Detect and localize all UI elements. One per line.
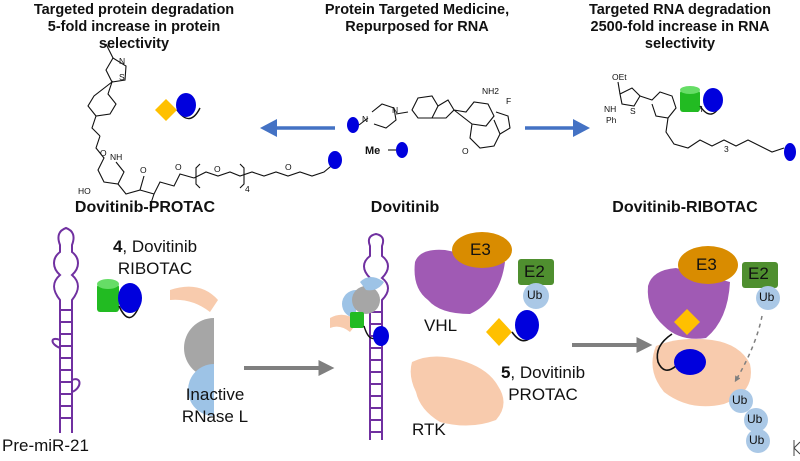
peg-subscript-4: 4 (245, 184, 250, 194)
protac-compound-label: 5, Dovitinib PROTAC (478, 362, 608, 406)
peg-subscript-3: 3 (724, 144, 729, 154)
ribotac-rnase-complex (330, 277, 389, 346)
header-mid-line1: Protein Targeted Medicine, (324, 2, 510, 18)
pre-mir-21-hairpin (51, 226, 81, 433)
rtk-label: RTK (412, 420, 446, 439)
blue-arrow-right (525, 119, 590, 137)
ternary-complex-right (647, 246, 800, 456)
header-mid-line2: Repurposed for RNA (345, 19, 489, 35)
dovitinib-structure (347, 95, 511, 149)
protac-atom-labels: N S O NH HO O O O 4 O (78, 56, 292, 196)
atom-f: F (506, 96, 511, 106)
inactive-rnase-l (170, 286, 218, 416)
rnase-label-line2: RNase L (181, 407, 249, 426)
vhl-label: VHL (424, 316, 458, 335)
ribotac-legend-icon (680, 86, 723, 115)
ribotac-ligand-blue-oval (784, 143, 796, 161)
atom-oet: OEt (612, 72, 627, 82)
ribotac-label-line1: , Dovitinib (122, 237, 198, 256)
header-right-line2: 2500-fold increase in RNA (590, 19, 770, 35)
atom-o-peg: O (214, 164, 221, 174)
atom-s-ribotac: S (630, 106, 636, 116)
protac-molecule-middle (486, 310, 539, 346)
ribotac-compound-number: 4 (112, 237, 123, 256)
dovitinib-atom-labels: N N NH2 F O (362, 86, 511, 156)
header-left-line1: Targeted protein degradation (33, 2, 235, 18)
ribotac-label-line2: RIBOTAC (117, 259, 193, 278)
header-protein-degradation: Targeted protein degradation 5-fold incr… (0, 2, 268, 53)
atom-o-2: O (140, 165, 147, 175)
atom-ph: Ph (606, 115, 617, 125)
atom-n-thiazole: N (119, 56, 125, 66)
protac-legend-icon (155, 93, 201, 121)
e3-label-middle: E3 (470, 240, 491, 259)
protac-compound-number: 5 (500, 363, 511, 382)
header-left-line3: selectivity (98, 36, 170, 52)
atom-o-quinolinone: O (462, 146, 469, 156)
header-right-line1: Targeted RNA degradation (588, 2, 772, 18)
ribotac-compound-label: 4, Dovitinib RIBOTAC (60, 236, 250, 280)
protac-structure (87, 43, 337, 207)
ub-label-middle: Ub (527, 288, 543, 302)
atom-ho: HO (78, 186, 91, 196)
protac-ligand-blue-oval (328, 151, 342, 169)
atom-o-4: O (285, 162, 292, 172)
ub-chain-label-2: Ub (747, 412, 763, 426)
atom-n-piperazine-1: N (362, 114, 368, 124)
e2-label-right: E2 (748, 264, 769, 283)
header-rna-degradation: Targeted RNA degradation 2500-fold incre… (560, 2, 800, 53)
protac-label-line1: , Dovitinib (510, 363, 586, 382)
atom-s-thiazole: S (119, 72, 125, 82)
compound-name-ribotac: Dovitinib-RIBOTAC (612, 199, 758, 216)
protac-label-line2: PROTAC (508, 385, 578, 404)
atom-nh-amide: NH (110, 152, 122, 162)
pre-mir-21-label: Pre-miR-21 (2, 436, 89, 455)
atom-o-amide: O (100, 148, 107, 158)
methyl-label: Me (365, 145, 380, 157)
ub-chain-label-3: Ub (749, 433, 765, 447)
rnase-l-label: Inactive RNase L (165, 384, 265, 428)
e3-label-right: E3 (696, 255, 717, 274)
ub-chain-label-1: Ub (732, 393, 748, 407)
vhl-e3-complex-middle (414, 232, 554, 314)
compound-name-protac: Dovitinib-PROTAC (74, 199, 216, 216)
header-protein-targeted-medicine: Protein Targeted Medicine, Repurposed fo… (292, 2, 542, 36)
e2-label-middle: E2 (524, 262, 545, 281)
ribotac-molecule-icon (97, 279, 142, 319)
rtk-protein-middle (410, 356, 504, 426)
rnase-label-line1: Inactive (185, 385, 245, 404)
header-left-line2: 5-fold increase in protein (47, 19, 221, 35)
ribotac-atom-labels: OEt NH Ph S OH 3 (604, 72, 729, 154)
ribotac-structure (617, 81, 785, 153)
atom-n-piperazine-2: N (392, 105, 398, 115)
compound-name-dovitinib: Dovitinib (370, 199, 440, 216)
atom-nh2: NH2 (482, 86, 499, 96)
dovitinib-methyl-legend: Me (365, 142, 408, 158)
ub-label-right: Ub (759, 290, 775, 304)
atom-nh-ribotac: NH (604, 104, 616, 114)
atom-o-3: O (175, 162, 182, 172)
header-right-line3: selectivity (644, 36, 716, 52)
blue-arrow-left (260, 119, 335, 137)
